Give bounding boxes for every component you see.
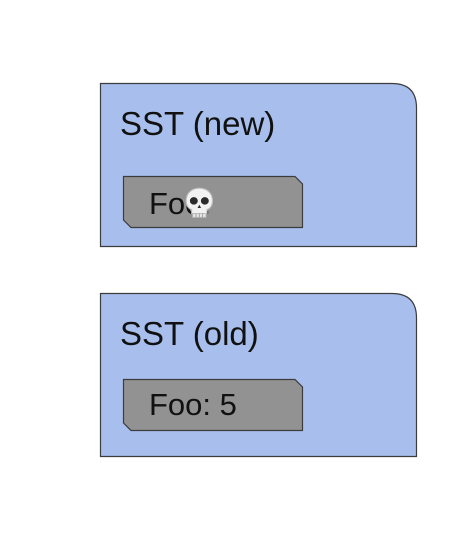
foo-field: Foo: (122, 175, 304, 229)
pill-shape (122, 378, 304, 432)
sst-new-card: SST (new) Foo: (99, 82, 418, 248)
card-title: SST (new) (120, 105, 276, 142)
field-label: Foo: (149, 387, 212, 422)
field-value: 5 (219, 387, 237, 422)
card-title: SST (old) (120, 315, 259, 352)
sst-old-card: SST (old) Foo: 5 (99, 292, 418, 458)
foo-field: Foo: 5 (122, 378, 304, 432)
skull-icon (185, 186, 250, 218)
